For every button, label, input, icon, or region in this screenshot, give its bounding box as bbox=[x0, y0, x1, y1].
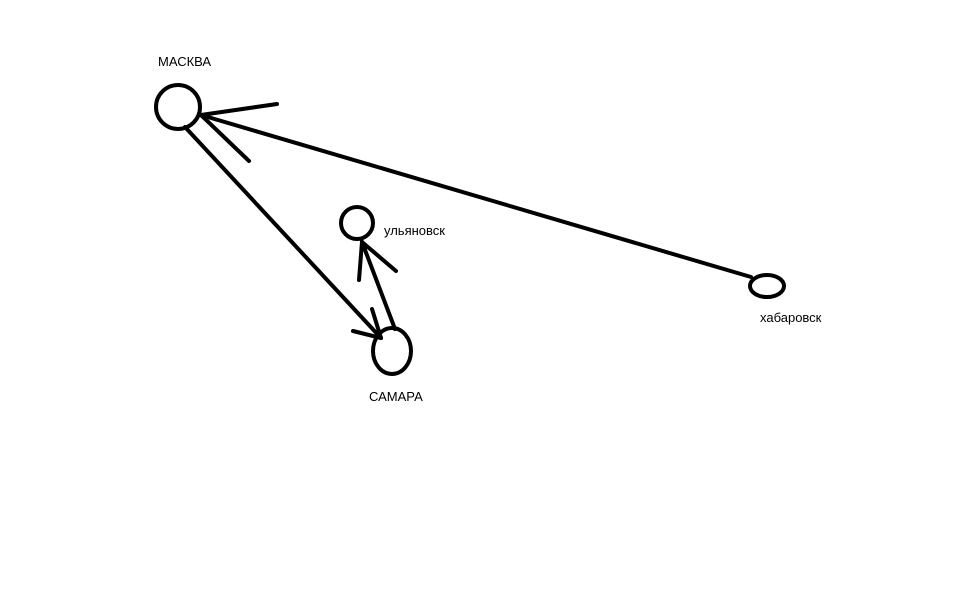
arrowhead-moskva-lower bbox=[199, 113, 251, 163]
node-samara bbox=[371, 326, 413, 376]
node-khabarovsk bbox=[748, 273, 786, 299]
label-samara: САМАРА bbox=[369, 389, 423, 404]
node-moskva bbox=[154, 83, 202, 131]
edge-moskva-samara bbox=[183, 125, 383, 340]
arrowhead-samara-right bbox=[370, 307, 383, 340]
arrowhead-samara-left bbox=[351, 329, 383, 340]
edge-khabarovsk-moskva bbox=[199, 113, 753, 279]
label-ulyanovsk: ульяновск bbox=[384, 223, 445, 238]
arrowhead-ulyanovsk-right bbox=[360, 240, 398, 273]
node-ulyanovsk bbox=[339, 205, 375, 241]
edge-samara-ulyanovsk bbox=[360, 240, 397, 331]
label-khabarovsk: хабаровск bbox=[760, 310, 822, 325]
arrowhead-ulyanovsk-left bbox=[357, 240, 364, 282]
arrowhead-moskva-upper bbox=[199, 102, 279, 117]
label-moskva: МАСКВА bbox=[158, 54, 212, 69]
